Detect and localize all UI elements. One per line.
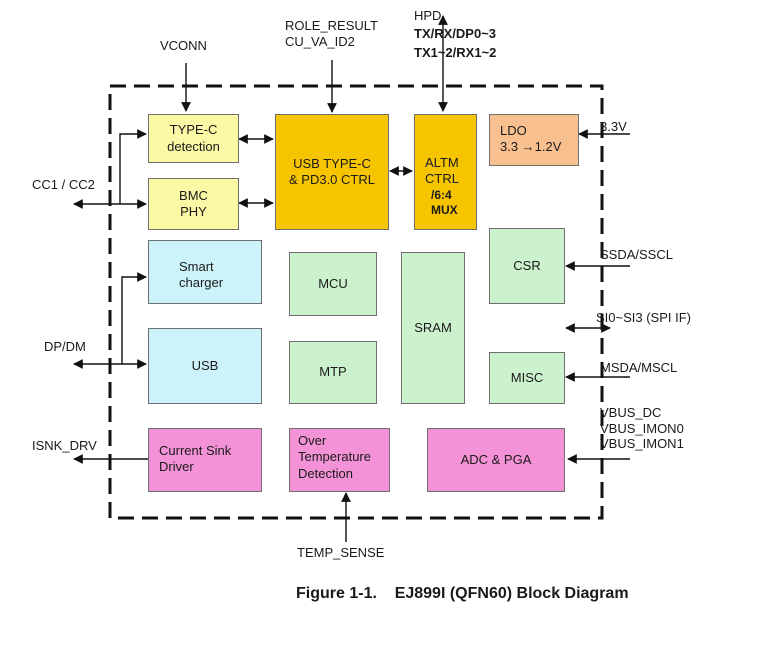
- dpdm-label: DP/DM: [44, 339, 86, 354]
- msda-label: MSDA/MSCL: [600, 360, 678, 375]
- smart-charger-block: Smart charger: [148, 240, 262, 304]
- cc-label: CC1 / CC2: [32, 177, 95, 192]
- ldo-block: LDO 3.3 →1.2V: [489, 114, 579, 166]
- tx-rx-label: TX/RX/DP0~3 TX1~2/RX1~2: [414, 26, 497, 60]
- vconn-label: VCONN: [160, 38, 207, 53]
- usb-pd-ctrl-block: USB TYPE-C & PD3.0 CTRL: [275, 114, 389, 230]
- isnk-label: ISNK_DRV: [32, 438, 97, 453]
- vbus-label: VBUS_DC VBUS_IMON0 VBUS_IMON1: [600, 405, 684, 452]
- cc-split-wire: [119, 129, 147, 204]
- misc-block: MISC: [489, 352, 565, 404]
- current-sink-block: Current Sink Driver: [148, 428, 262, 492]
- adc-pga-block: ADC & PGA: [427, 428, 565, 492]
- mtp-block: MTP: [289, 341, 377, 404]
- over-temp-block: Over Temperature Detection: [289, 428, 390, 492]
- typec-detection-block: TYPE-C detection: [148, 114, 239, 163]
- csr-block: CSR: [489, 228, 565, 304]
- altm-ctrl-label: ALTM CTRL: [425, 155, 459, 187]
- hpd-label: HPD: [414, 8, 442, 23]
- v33-label: 3.3V: [600, 119, 627, 134]
- temp-sense-label: TEMP_SENSE: [297, 545, 385, 560]
- chip-boundary: [108, 84, 604, 520]
- usb-block: USB: [148, 328, 262, 404]
- altm-ctrl-block: ALTM CTRL /6:4 MUX: [414, 114, 477, 230]
- ssda-label: SSDA/SSCL: [600, 247, 673, 262]
- sram-block: SRAM: [401, 252, 465, 404]
- mcu-block: MCU: [289, 252, 377, 316]
- figure-caption: Figure 1-1. EJ899I (QFN60) Block Diagram: [296, 585, 629, 602]
- dpdm-split-wire: [121, 272, 147, 364]
- role-result-label: ROLE_RESULT CU_VA_ID2: [285, 18, 378, 50]
- bmc-phy-block: BMC PHY: [148, 178, 239, 230]
- spi-label: SI0~SI3 (SPI IF): [596, 310, 692, 325]
- altm-mux-label: /6:4 MUX: [431, 187, 458, 217]
